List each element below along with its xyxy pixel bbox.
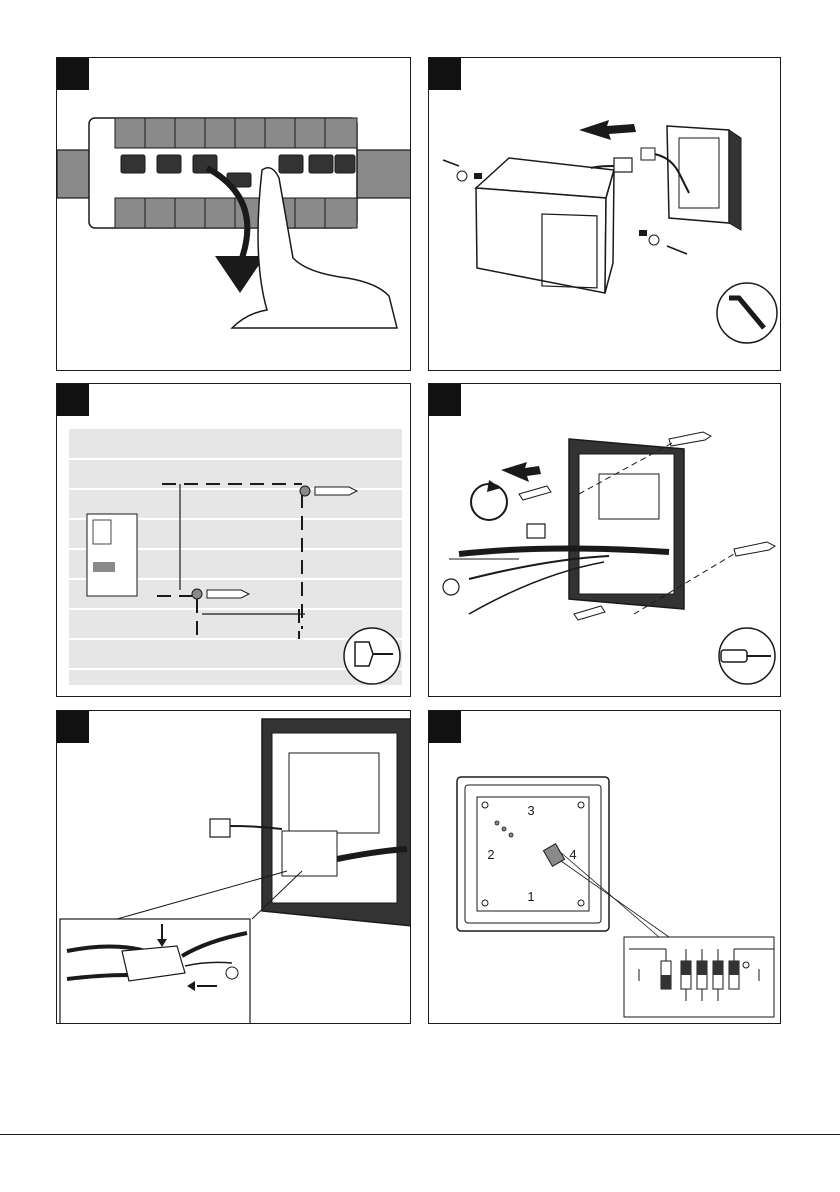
dip-switch-illustration: 3 2 4 1 — [429, 711, 781, 1024]
orientation-number-4: 4 — [569, 847, 576, 862]
panel-step-5 — [56, 710, 411, 1024]
circuit-breaker-illustration — [57, 58, 411, 371]
orientation-number-2: 2 — [487, 847, 494, 862]
remove-cover-illustration — [429, 58, 781, 371]
panel-step-2 — [428, 57, 781, 371]
connect-wires-illustration — [57, 711, 411, 1024]
orientation-number-1: 1 — [527, 889, 534, 904]
mount-base-illustration — [429, 384, 781, 697]
panel-step-4 — [428, 383, 781, 697]
footer-divider — [0, 1134, 840, 1135]
drill-wall-illustration — [57, 384, 411, 697]
orientation-number-3: 3 — [527, 803, 534, 818]
panel-step-1 — [56, 57, 411, 371]
panel-step-6: 3 2 4 1 — [428, 710, 781, 1024]
panel-step-3 — [56, 383, 411, 697]
